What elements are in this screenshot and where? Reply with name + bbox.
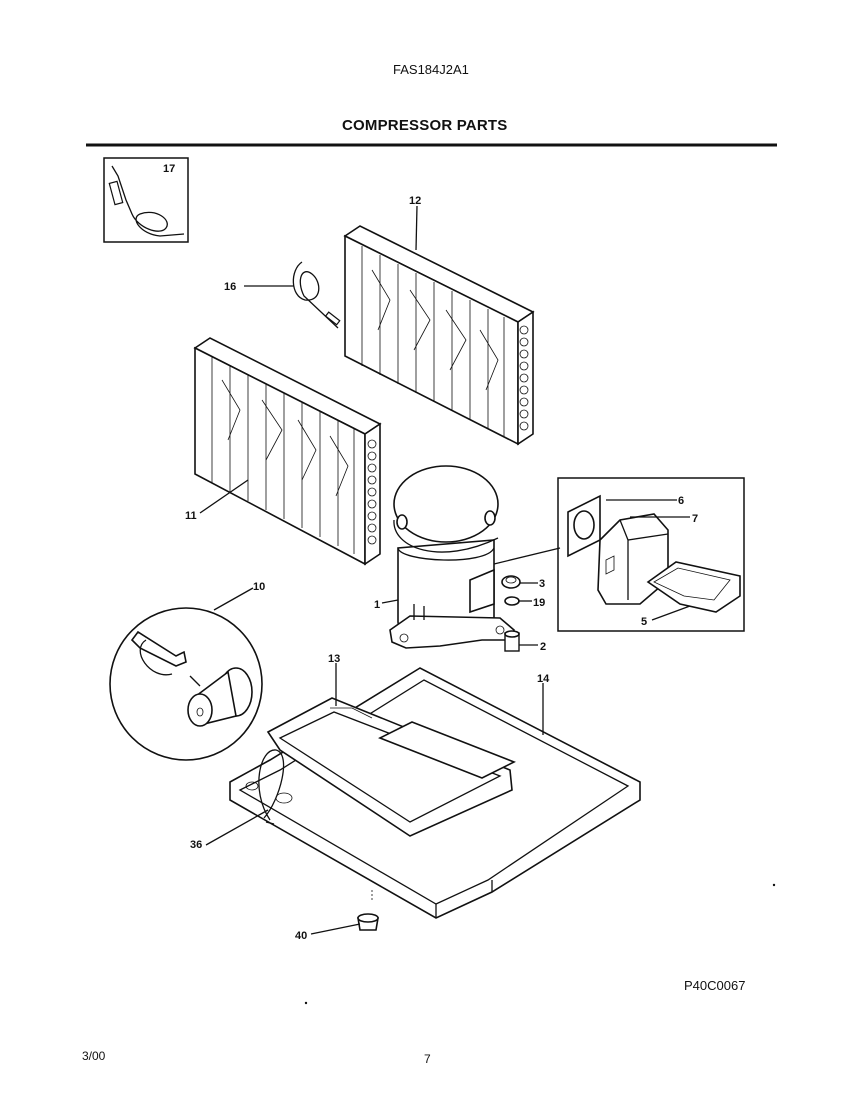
page-title: COMPRESSOR PARTS bbox=[342, 117, 508, 134]
capillary-tube-inset bbox=[103, 157, 189, 243]
diagram-code: P40C0067 bbox=[684, 978, 746, 993]
condenser-coil bbox=[343, 225, 535, 446]
model-number: FAS184J2A1 bbox=[393, 62, 469, 77]
callout-12: 12 bbox=[409, 195, 421, 207]
terminal-cover-inset bbox=[557, 477, 745, 632]
callout-19: 19 bbox=[533, 597, 545, 609]
callout-40: 40 bbox=[295, 930, 307, 942]
callout-13: 13 bbox=[328, 653, 340, 665]
callout-36: 36 bbox=[190, 839, 202, 851]
callout-labels: 17 12 16 11 6 7 10 3 19 1 2 5 13 14 36 4… bbox=[163, 163, 698, 942]
revision-date: 3/00 bbox=[82, 1049, 106, 1063]
thermistor-sensor bbox=[292, 261, 341, 329]
evaporator-coil bbox=[193, 337, 382, 566]
stray-mark bbox=[772, 883, 776, 887]
compressor bbox=[389, 465, 561, 649]
callout-1: 1 bbox=[374, 599, 380, 611]
drain-hose bbox=[258, 749, 285, 825]
callout-6: 6 bbox=[678, 495, 684, 507]
callout-10: 10 bbox=[253, 581, 265, 593]
callout-3: 3 bbox=[539, 578, 545, 590]
stray-mark bbox=[304, 1001, 308, 1005]
callout-16: 16 bbox=[224, 281, 236, 293]
page-number: 7 bbox=[424, 1052, 431, 1066]
callout-7: 7 bbox=[692, 513, 698, 525]
overload-protector-detail bbox=[109, 607, 263, 761]
callout-11: 11 bbox=[185, 510, 197, 522]
callout-2: 2 bbox=[540, 641, 546, 653]
leader-lines bbox=[199, 205, 691, 935]
drain-tray bbox=[266, 697, 516, 837]
callout-14: 14 bbox=[537, 673, 550, 685]
rubber-foot bbox=[357, 890, 379, 931]
mounting-hardware bbox=[501, 575, 521, 652]
callout-17: 17 bbox=[163, 163, 175, 175]
callout-5: 5 bbox=[641, 616, 647, 628]
